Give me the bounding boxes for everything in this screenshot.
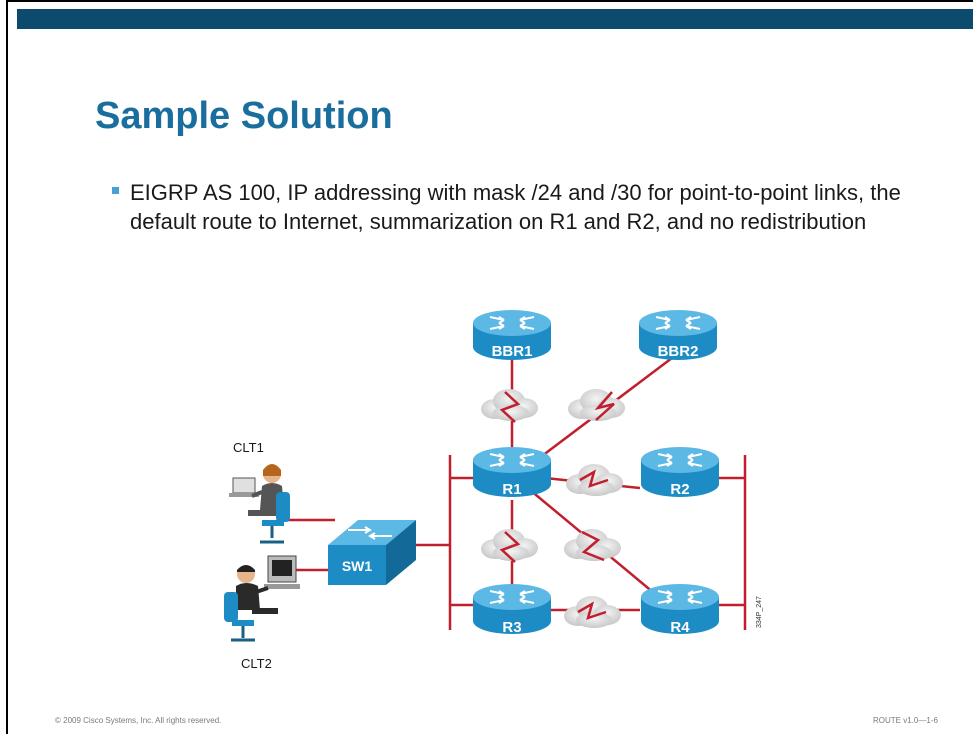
client-clt2: CLT2: [224, 555, 300, 671]
switch-sw1: SW1: [328, 520, 416, 585]
serial-marker-r1-r2: [579, 469, 609, 488]
serial-marker-bbr2-r1: [594, 391, 615, 421]
router-bbr2-label: BBR2: [658, 343, 699, 360]
router-r1: R1: [472, 446, 552, 498]
footer-copyright: © 2009 Cisco Systems, Inc. All rights re…: [55, 716, 222, 725]
bullet-marker-icon: [112, 187, 119, 194]
router-bbr1: BBR1: [472, 309, 552, 361]
router-bbr2: BBR2: [638, 309, 718, 361]
figure-id-label: 334P_247: [756, 596, 763, 628]
router-r4: R4: [640, 583, 720, 636]
client-clt1-label: CLT1: [233, 440, 264, 455]
top-border: [6, 0, 973, 2]
wan-cloud-bbr2-r1: [568, 389, 625, 421]
switch-sw1-front: [328, 545, 386, 585]
switch-sw1-side: [386, 520, 416, 585]
router-r4-label: R4: [670, 619, 690, 636]
router-r1-label: R1: [502, 481, 521, 498]
left-border: [6, 0, 8, 734]
serial-marker-r1-r4: [581, 530, 605, 562]
slide-title: Sample Solution: [95, 95, 393, 137]
footer-course-id: ROUTE v1.0—1-6: [873, 716, 938, 725]
client-clt2-label: CLT2: [241, 656, 272, 671]
serial-marker-r1-r3: [499, 531, 521, 563]
router-r3: R3: [472, 583, 552, 636]
client-clt1: CLT1: [229, 440, 290, 544]
serial-marker-bbr1-r1: [499, 391, 521, 423]
person-at-laptop-icon: [229, 464, 290, 544]
wan-cloud-r3-r4: [564, 596, 621, 628]
serial-marker-r3-r4: [577, 601, 607, 620]
router-r2-label: R2: [670, 481, 689, 498]
header-bar: [17, 9, 973, 29]
wan-cloud-r1-r2: [566, 464, 623, 496]
person-at-desktop-icon: [224, 555, 300, 642]
bullet-text: EIGRP AS 100, IP addressing with mask /2…: [130, 180, 901, 234]
switch-sw1-top: [328, 520, 416, 545]
router-r2: R2: [640, 446, 720, 498]
bullet-item: EIGRP AS 100, IP addressing with mask /2…: [112, 178, 912, 236]
switch-sw1-label: SW1: [342, 558, 373, 574]
router-r3-label: R3: [502, 619, 521, 636]
switch-arrows-icon: [348, 526, 392, 540]
router-bbr1-label: BBR1: [492, 343, 533, 360]
